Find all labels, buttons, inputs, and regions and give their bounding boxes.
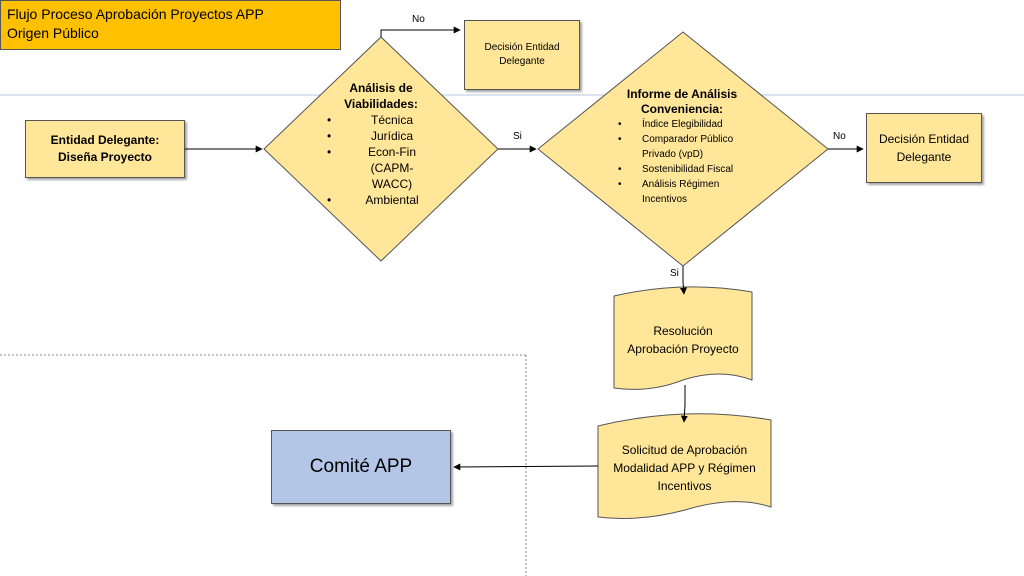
informe-heading-2: Conveniencia:: [640, 102, 724, 116]
viabilidades-heading-2: Viabilidades:: [344, 97, 418, 111]
viabilidad-item-cont: WACC): [371, 177, 413, 191]
solicitud-text: Solicitud de Aprobación Modalidad APP y …: [598, 441, 771, 495]
title-line-2: Origen Público: [7, 25, 99, 41]
arrow-solicitud-to-comite: [453, 463, 599, 471]
document-resolucion: [613, 286, 753, 390]
resolucion-line-1: Resolución: [653, 324, 713, 338]
viabilidad-item: •Ambiental: [327, 193, 419, 207]
decision-right-node: Decisión Entidad Delegante: [866, 113, 982, 183]
solicitud-line-2: Modalidad APP y Régimen: [613, 461, 756, 475]
start-node: Entidad Delegante: Diseña Proyecto: [25, 120, 185, 178]
informe-heading-1: Informe de Análisis: [626, 87, 738, 101]
viabilidad-item: •Jurídica: [327, 129, 414, 143]
viabilidades-heading-1: Análisis de: [349, 81, 413, 95]
label-si-mid: Si: [513, 131, 522, 142]
solicitud-line-3: Incentivos: [657, 479, 712, 493]
informe-item: •Índice Elegibilidad: [618, 119, 723, 130]
informe-list: •Índice Elegibilidad •Comparador Público…: [604, 117, 760, 207]
viabilidades-list: •Técnica •Jurídica •Econ-Fin (CAPM- WACC…: [325, 112, 437, 208]
start-line-2: Diseña Proyecto: [57, 150, 153, 164]
decision-right-line-2: Delegante: [896, 150, 952, 164]
decision-top-node: Decisión Entidad Delegante: [464, 20, 580, 90]
viabilidades-text: Análisis de Viabilidades: •Técnica •Jurí…: [325, 80, 437, 208]
resolucion-text: Resolución Aprobación Proyecto: [614, 322, 752, 358]
label-no-right: No: [833, 131, 846, 142]
document-solicitud: [597, 413, 772, 519]
label-no-top: No: [412, 14, 425, 25]
diamond-viabilidades: [263, 36, 499, 262]
solicitud-line-1: Solicitud de Aprobación: [621, 443, 748, 457]
arrow-viabilidades-no: [380, 26, 461, 37]
informe-text: Informe de Análisis Conveniencia: •Índic…: [604, 87, 760, 207]
comite-label: Comité APP: [309, 456, 413, 477]
diagram-title: Flujo Proceso Aprobación Proyectos APP O…: [0, 0, 341, 50]
viabilidad-item-cont: (CAPM-: [370, 161, 414, 175]
decision-top-line-1: Decisión Entidad: [484, 42, 560, 53]
arrow-resolucion-to-solicitud: [680, 385, 688, 423]
decision-right-line-1: Decisión Entidad: [878, 132, 970, 146]
resolucion-line-2: Aprobación Proyecto: [627, 342, 739, 356]
viabilidad-item: •Econ-Fin: [327, 145, 417, 159]
title-line-1: Flujo Proceso Aprobación Proyectos APP: [7, 6, 264, 22]
comite-node: Comité APP: [271, 430, 451, 504]
decision-top-line-2: Delegante: [499, 56, 545, 67]
arrow-informe-si: [679, 266, 687, 295]
label-si-down: Si: [670, 268, 679, 279]
start-line-1: Entidad Delegante:: [50, 133, 160, 147]
viabilidad-item: •Técnica: [327, 113, 414, 127]
informe-item: •Sostenibilidad Fiscal: [618, 164, 734, 175]
